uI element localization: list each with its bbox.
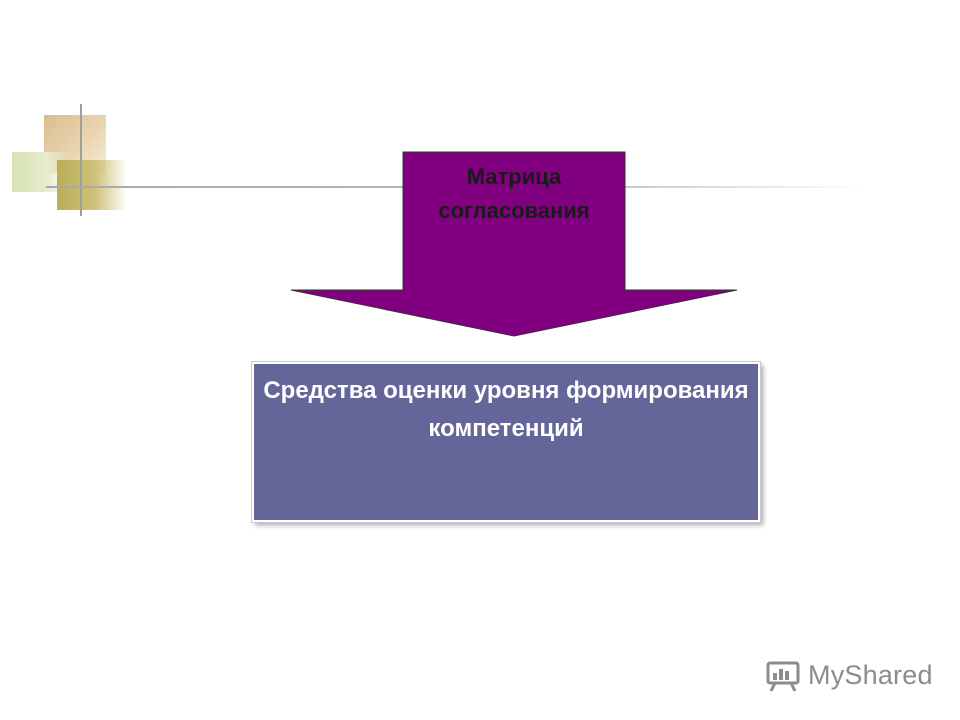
decorative-vertical-line [80, 104, 82, 216]
watermark: MyShared [766, 656, 933, 694]
decorative-olive-square [57, 160, 127, 210]
assessment-box: Средства оценки уровня формирования комп… [252, 362, 760, 522]
arrow-label: Матрица согласования [438, 164, 590, 223]
watermark-text: MyShared [808, 659, 933, 690]
box-text: Средства оценки уровня формирования комп… [263, 377, 749, 442]
presentation-board-icon [766, 661, 800, 692]
